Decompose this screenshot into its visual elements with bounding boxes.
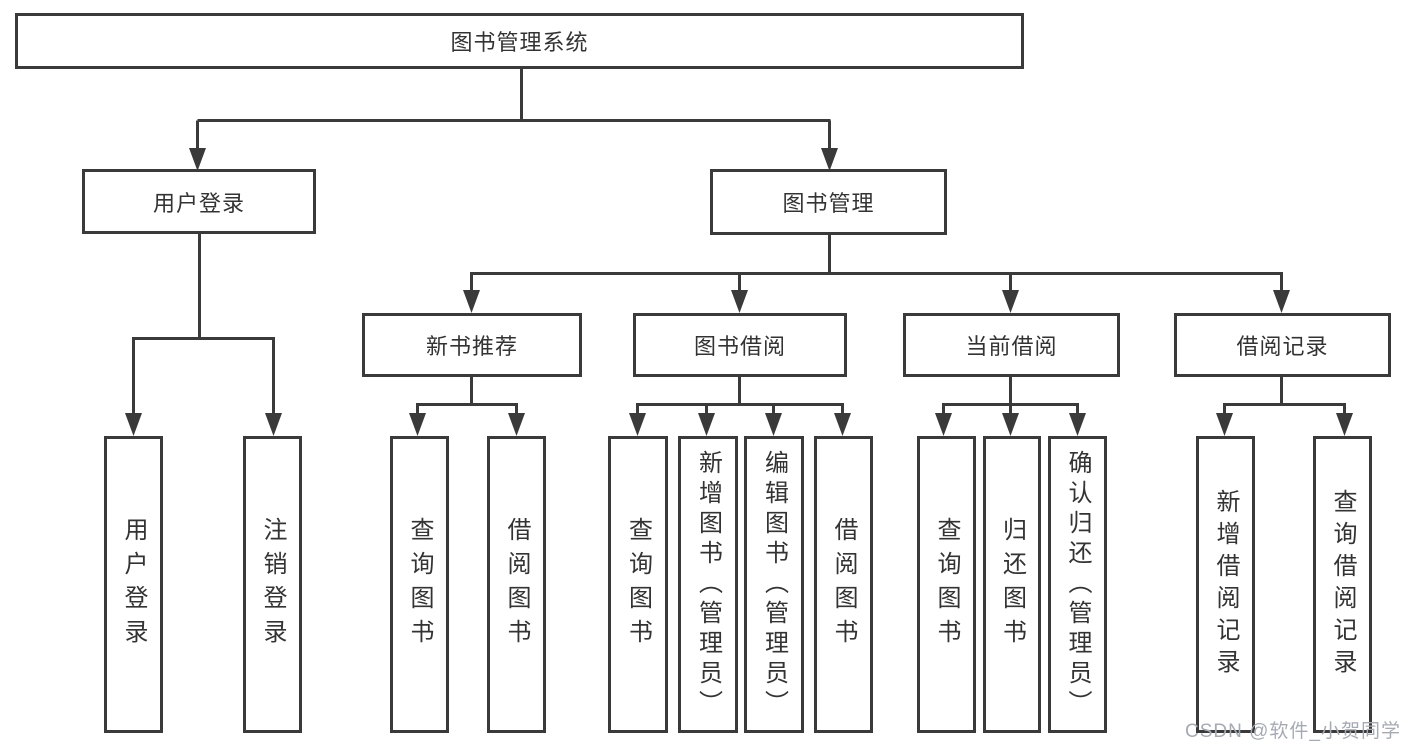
node-root: 图书管理系统 [15, 13, 1024, 69]
node-current-borrow: 当前借阅 [903, 313, 1120, 377]
node-leaf-query-books-current: 查询图书 [917, 436, 976, 733]
csdn-watermark: CSDN @软件_小贺同学 [1185, 721, 1401, 742]
node-leaf-borrow-books-recommend: 借阅图书 [487, 436, 546, 733]
node-book-borrow: 图书借阅 [633, 313, 847, 377]
node-leaf-confirm-return-admin: 确认归还（管理员） [1048, 436, 1107, 733]
tree-edges [132, 69, 1346, 415]
node-leaf-add-borrow-record: 新增借阅记录 [1196, 436, 1255, 733]
arrowheads [125, 148, 1353, 436]
node-leaf-query-borrow-record: 查询借阅记录 [1313, 436, 1372, 733]
node-new-book-recommend: 新书推荐 [362, 313, 582, 377]
node-leaf-borrow-books: 借阅图书 [814, 436, 873, 733]
node-borrow-records: 借阅记录 [1174, 313, 1391, 377]
node-leaf-query-books-borrow: 查询图书 [608, 436, 668, 733]
node-user-login: 用户登录 [82, 169, 316, 234]
node-leaf-logout: 注销登录 [243, 436, 302, 733]
node-leaf-user-login: 用户登录 [104, 436, 163, 733]
node-leaf-edit-book-admin: 编辑图书（管理员） [744, 436, 804, 733]
node-book-management: 图书管理 [710, 169, 947, 235]
node-leaf-query-books-recommend: 查询图书 [390, 436, 449, 733]
node-leaf-add-book-admin: 新增图书（管理员） [678, 436, 738, 733]
node-leaf-return-book: 归还图书 [983, 436, 1041, 733]
